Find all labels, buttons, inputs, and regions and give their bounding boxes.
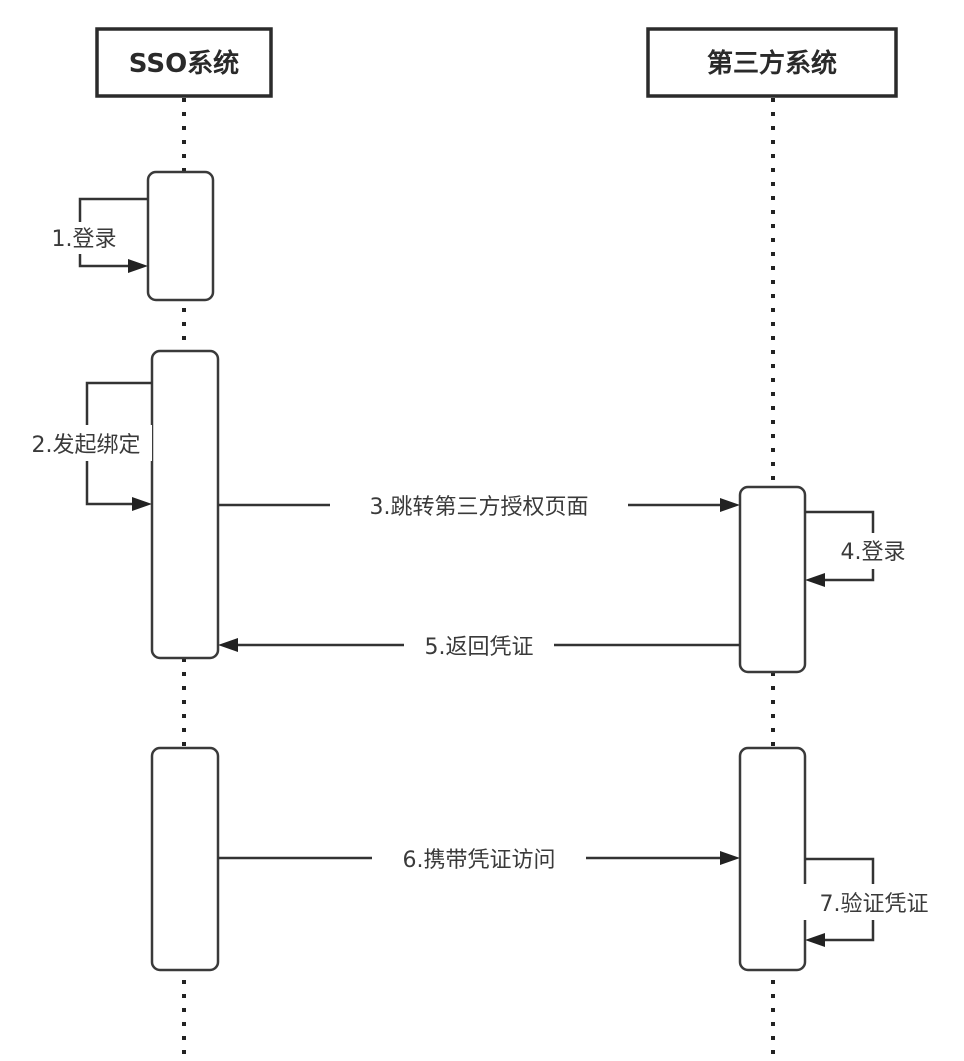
activation-third-party-2 [738,746,807,972]
activation-sso-3 [150,746,220,972]
message-2-label: 2.发起绑定 [32,433,141,458]
message-5-return-credential[interactable]: 5.返回凭证 [218,629,740,663]
message-7-label-bg [802,884,948,920]
message-1-label-bg [40,222,130,254]
participant-third-party-label: 第三方系统 [707,48,837,79]
message-2-initiate-binding[interactable]: 2.发起绑定 [16,381,152,511]
message-1-login[interactable]: 1.登录 [40,197,148,273]
message-6-access-with-credential[interactable]: 6.携带凭证访问 [218,842,740,876]
message-7-verify-credential[interactable]: 7.验证凭证 [802,857,948,947]
message-2-label-bg [16,425,152,461]
message-2-arrow-icon [132,497,152,511]
message-6-label-bg [372,842,586,876]
message-3-label: 3.跳转第三方授权页面 [370,495,589,520]
message-3-arrow-icon [720,498,740,512]
activation-third-party-1 [738,485,807,674]
participant-sso-label: SSO系统 [129,48,239,79]
message-1-label: 1.登录 [52,227,117,252]
message-3-label-bg [330,489,628,523]
message-4-arrow-icon [805,573,825,587]
message-6-arrow-icon [720,851,740,865]
message-4-login[interactable]: 4.登录 [805,510,918,587]
message-1-arrow-icon [128,259,148,273]
activation-sso-2 [150,349,220,660]
message-5-label-bg [404,629,554,663]
activation-sso-1 [146,170,215,302]
message-5-arrow-icon [218,638,238,652]
message-3-redirect-authorize[interactable]: 3.跳转第三方授权页面 [218,489,740,523]
message-5-label: 5.返回凭证 [425,635,534,660]
participant-sso[interactable]: SSO系统 [95,27,273,98]
participant-third-party[interactable]: 第三方系统 [646,27,898,98]
message-7-label: 7.验证凭证 [820,892,929,917]
participant-third-party-box [646,27,898,98]
message-4-label: 4.登录 [841,540,906,565]
participant-sso-box [95,27,273,98]
message-4-label-bg [828,533,918,569]
message-7-arrow-icon [805,933,825,947]
message-6-label: 6.携带凭证访问 [403,848,556,873]
